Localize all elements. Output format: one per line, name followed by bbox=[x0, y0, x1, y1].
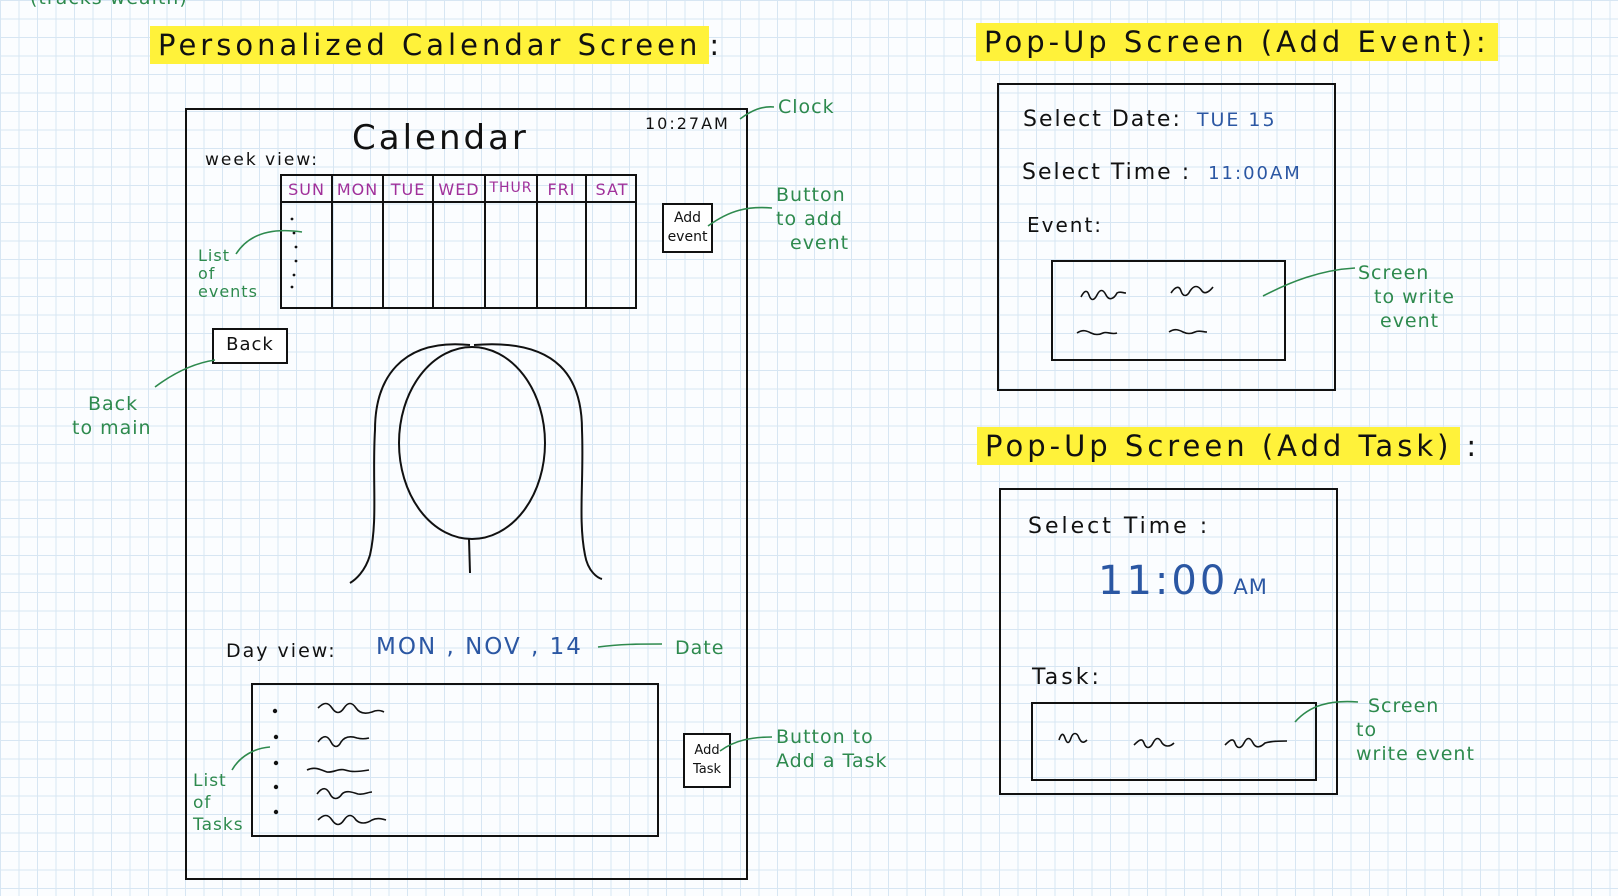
annotation-event-screen-line-3: event bbox=[1380, 310, 1440, 332]
task-time-big: 11:00 bbox=[1098, 558, 1229, 604]
annotation-add-task-line-1: Button to bbox=[776, 726, 874, 748]
annotation-list-tasks-line-2: of bbox=[193, 793, 212, 813]
add-task-popup-heading-colon: : bbox=[1466, 429, 1481, 463]
annotation-list-events-line-3: events bbox=[198, 282, 258, 301]
annotation-back-line-2: to main bbox=[72, 417, 152, 439]
add-task-popup-frame bbox=[999, 488, 1338, 795]
annotation-event-screen-line-2: to write bbox=[1374, 286, 1455, 308]
event-text-area[interactable] bbox=[1051, 260, 1286, 361]
annotation-list-of-tasks: List of Tasks bbox=[193, 770, 244, 836]
annotation-list-tasks-line-1: List bbox=[193, 771, 227, 791]
annotation-list-tasks-line-3: Tasks bbox=[193, 815, 244, 835]
week-day-tue[interactable]: TUE bbox=[382, 176, 432, 307]
annotation-add-task-line-2: Add a Task bbox=[776, 750, 888, 772]
calendar-section-heading: Personalized Calendar Screen: bbox=[150, 26, 724, 64]
select-time-label: Select Time : bbox=[1022, 160, 1192, 185]
task-time-display[interactable]: 11:00 AM bbox=[1098, 558, 1268, 604]
annotation-add-event: Button to add event bbox=[776, 183, 849, 255]
back-button[interactable]: Back bbox=[212, 328, 288, 364]
select-date-value[interactable]: TUE 15 bbox=[1196, 109, 1277, 131]
annotation-task-screen-line-2: to bbox=[1356, 719, 1378, 741]
calendar-screen-title: Calendar bbox=[352, 118, 529, 158]
day-label-sun: SUN bbox=[288, 180, 325, 199]
task-select-time-label: Select Time : bbox=[1028, 514, 1211, 539]
annotation-back-line-1: Back bbox=[88, 393, 139, 415]
day-label-sat: SAT bbox=[595, 180, 629, 199]
annotation-list-of-events: List of events bbox=[198, 247, 258, 301]
select-time-row: Select Time : 11:00AM bbox=[1022, 160, 1302, 185]
select-time-value[interactable]: 11:00AM bbox=[1208, 163, 1302, 184]
day-label-fri: FRI bbox=[547, 180, 576, 199]
add-event-popup-frame bbox=[997, 83, 1336, 391]
annotation-list-events-line-1: List bbox=[198, 246, 230, 265]
week-day-mon[interactable]: MON bbox=[331, 176, 382, 307]
add-task-popup-heading-text: Pop-Up Screen (Add Task) bbox=[977, 427, 1461, 465]
day-label-wed: WED bbox=[438, 180, 480, 199]
week-day-sun[interactable]: SUN bbox=[280, 176, 331, 307]
annotation-task-screen-line-3: write event bbox=[1356, 743, 1475, 765]
calendar-heading-colon: : bbox=[709, 28, 724, 62]
week-view-label: week view: bbox=[205, 150, 320, 170]
day-label-mon: MON bbox=[336, 180, 379, 199]
select-date-label: Select Date: bbox=[1023, 107, 1182, 132]
week-header-line bbox=[280, 201, 637, 203]
annotation-list-events-line-2: of bbox=[198, 264, 216, 283]
week-day-wed[interactable]: WED bbox=[432, 176, 484, 307]
annotation-add-event-line-1: Button bbox=[776, 184, 846, 206]
annotation-event-screen: Screen to write event bbox=[1358, 261, 1455, 333]
annotation-date: Date bbox=[675, 637, 725, 659]
select-date-row: Select Date: TUE 15 bbox=[1023, 107, 1277, 132]
clock-display: 10:27AM bbox=[645, 114, 730, 133]
week-day-thur[interactable]: THUR bbox=[484, 176, 536, 307]
annotation-clock: Clock bbox=[778, 96, 835, 118]
day-label-thur: THUR bbox=[489, 180, 533, 196]
add-task-popup-heading: Pop-Up Screen (Add Task): bbox=[977, 427, 1481, 465]
day-view-label: Day view: bbox=[226, 640, 337, 662]
annotation-add-event-line-3: event bbox=[790, 232, 850, 254]
annotation-back: Back to main bbox=[72, 392, 152, 440]
week-day-fri[interactable]: FRI bbox=[536, 176, 585, 307]
task-time-ampm: AM bbox=[1233, 575, 1268, 599]
annotation-event-screen-line-1: Screen bbox=[1358, 262, 1430, 284]
calendar-heading-text: Personalized Calendar Screen bbox=[150, 26, 710, 64]
add-event-popup-heading: Pop-Up Screen (Add Event): bbox=[976, 23, 1498, 61]
annotation-add-event-line-2: to add bbox=[776, 208, 843, 230]
add-event-popup-heading-text: Pop-Up Screen (Add Event): bbox=[976, 23, 1498, 61]
week-day-sat[interactable]: SAT bbox=[585, 176, 637, 307]
day-label-tue: TUE bbox=[390, 180, 426, 199]
day-view-date: MON , NOV , 14 bbox=[376, 634, 583, 660]
event-label: Event: bbox=[1027, 213, 1104, 237]
annotation-task-screen: Screen to write event bbox=[1356, 694, 1475, 766]
week-grid: SUN MON TUE WED THUR FRI SAT bbox=[280, 174, 637, 309]
calendar-phone-frame bbox=[185, 108, 748, 880]
task-list-box bbox=[251, 683, 659, 837]
top-fragment: (tracks wealth) bbox=[30, 0, 188, 10]
annotation-add-task: Button to Add a Task bbox=[776, 725, 888, 773]
add-event-button[interactable]: Add event bbox=[662, 203, 713, 253]
add-task-button[interactable]: Add Task bbox=[683, 733, 731, 788]
task-text-area[interactable] bbox=[1031, 702, 1317, 781]
annotation-task-screen-line-1: Screen bbox=[1368, 695, 1440, 717]
task-label: Task: bbox=[1032, 665, 1102, 690]
